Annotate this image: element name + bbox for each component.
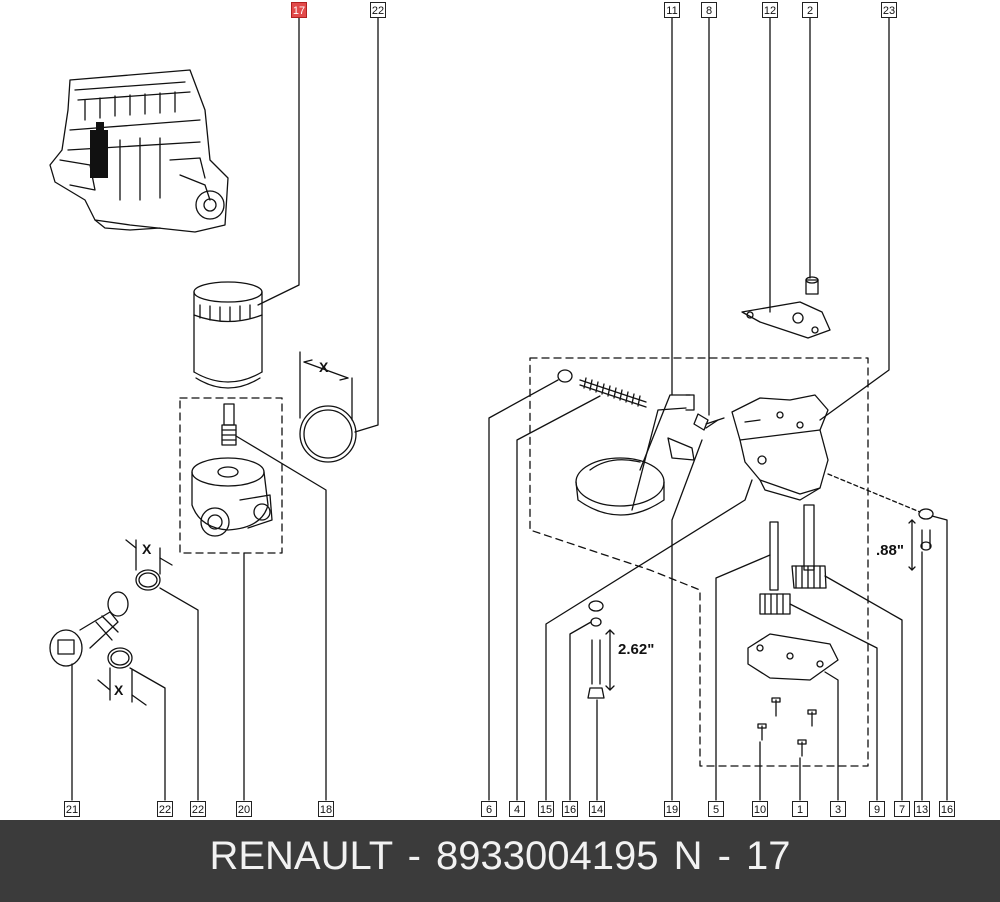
exploded-parts-diagram: X X X 2.62" .88" 17 22 11 8 12 2 23 21 2… xyxy=(49,2,955,817)
engine-block-illustration xyxy=(49,69,229,233)
callout-3[interactable]: 3 xyxy=(830,801,846,817)
oil-pump-body-illustration xyxy=(731,394,829,501)
dimension-x-large-ring: X xyxy=(319,359,329,375)
filter-base-group-box xyxy=(179,397,283,554)
callout-22[interactable]: 22 xyxy=(190,801,206,817)
callout-22[interactable]: 22 xyxy=(370,2,386,18)
callout-2[interactable]: 2 xyxy=(802,2,818,18)
callout-5[interactable]: 5 xyxy=(708,801,724,817)
dimension-bolt-length: 2.62" xyxy=(618,641,655,658)
pump-bracket-illustration xyxy=(741,276,831,339)
dimension-x-small-ring-bottom: X xyxy=(114,682,124,698)
threaded-stud-illustration xyxy=(221,403,237,446)
oil-filter-illustration xyxy=(193,281,263,389)
callout-16[interactable]: 16 xyxy=(562,801,578,817)
callout-7[interactable]: 7 xyxy=(894,801,910,817)
callout-21[interactable]: 21 xyxy=(64,801,80,817)
callout-14[interactable]: 14 xyxy=(589,801,605,817)
dimension-x-small-ring-top: X xyxy=(142,541,152,557)
spring-illustration xyxy=(579,377,647,408)
highlighted-filter-location xyxy=(90,130,108,178)
callout-18[interactable]: 18 xyxy=(318,801,334,817)
plug-6 xyxy=(557,369,573,383)
callout-15[interactable]: 15 xyxy=(538,801,554,817)
filter-head-illustration xyxy=(191,457,273,537)
callout-11[interactable]: 11 xyxy=(664,2,680,18)
leader-lines xyxy=(71,17,948,801)
callout-23[interactable]: 23 xyxy=(881,2,897,18)
callout-20[interactable]: 20 xyxy=(236,801,252,817)
callout-9[interactable]: 9 xyxy=(869,801,885,817)
callout-12[interactable]: 12 xyxy=(762,2,778,18)
diagram-drawing xyxy=(49,17,948,801)
callout-16[interactable]: 16 xyxy=(939,801,955,817)
callout-13[interactable]: 13 xyxy=(914,801,930,817)
pump-gears-illustration xyxy=(759,504,827,615)
large-o-ring-illustration xyxy=(299,351,357,463)
dimension-gap: .88" xyxy=(876,542,904,559)
callout-6[interactable]: 6 xyxy=(481,801,497,817)
callout-22[interactable]: 22 xyxy=(157,801,173,817)
part-info-footer: RENAULT - 8933004195 N - 17 xyxy=(0,820,1000,902)
part-info-text: RENAULT - 8933004195 N - 17 xyxy=(209,834,791,878)
oil-strainer-illustration xyxy=(575,394,695,516)
callout-17[interactable]: 17 xyxy=(291,2,307,18)
pump-cover-illustration xyxy=(747,633,839,681)
callout-1[interactable]: 1 xyxy=(792,801,808,817)
oil-pump-group-box xyxy=(529,357,869,767)
callout-4[interactable]: 4 xyxy=(509,801,525,817)
fitting-assembly-illustration xyxy=(49,539,173,706)
callout-8[interactable]: 8 xyxy=(701,2,717,18)
callout-19[interactable]: 19 xyxy=(664,801,680,817)
callout-10[interactable]: 10 xyxy=(752,801,768,817)
